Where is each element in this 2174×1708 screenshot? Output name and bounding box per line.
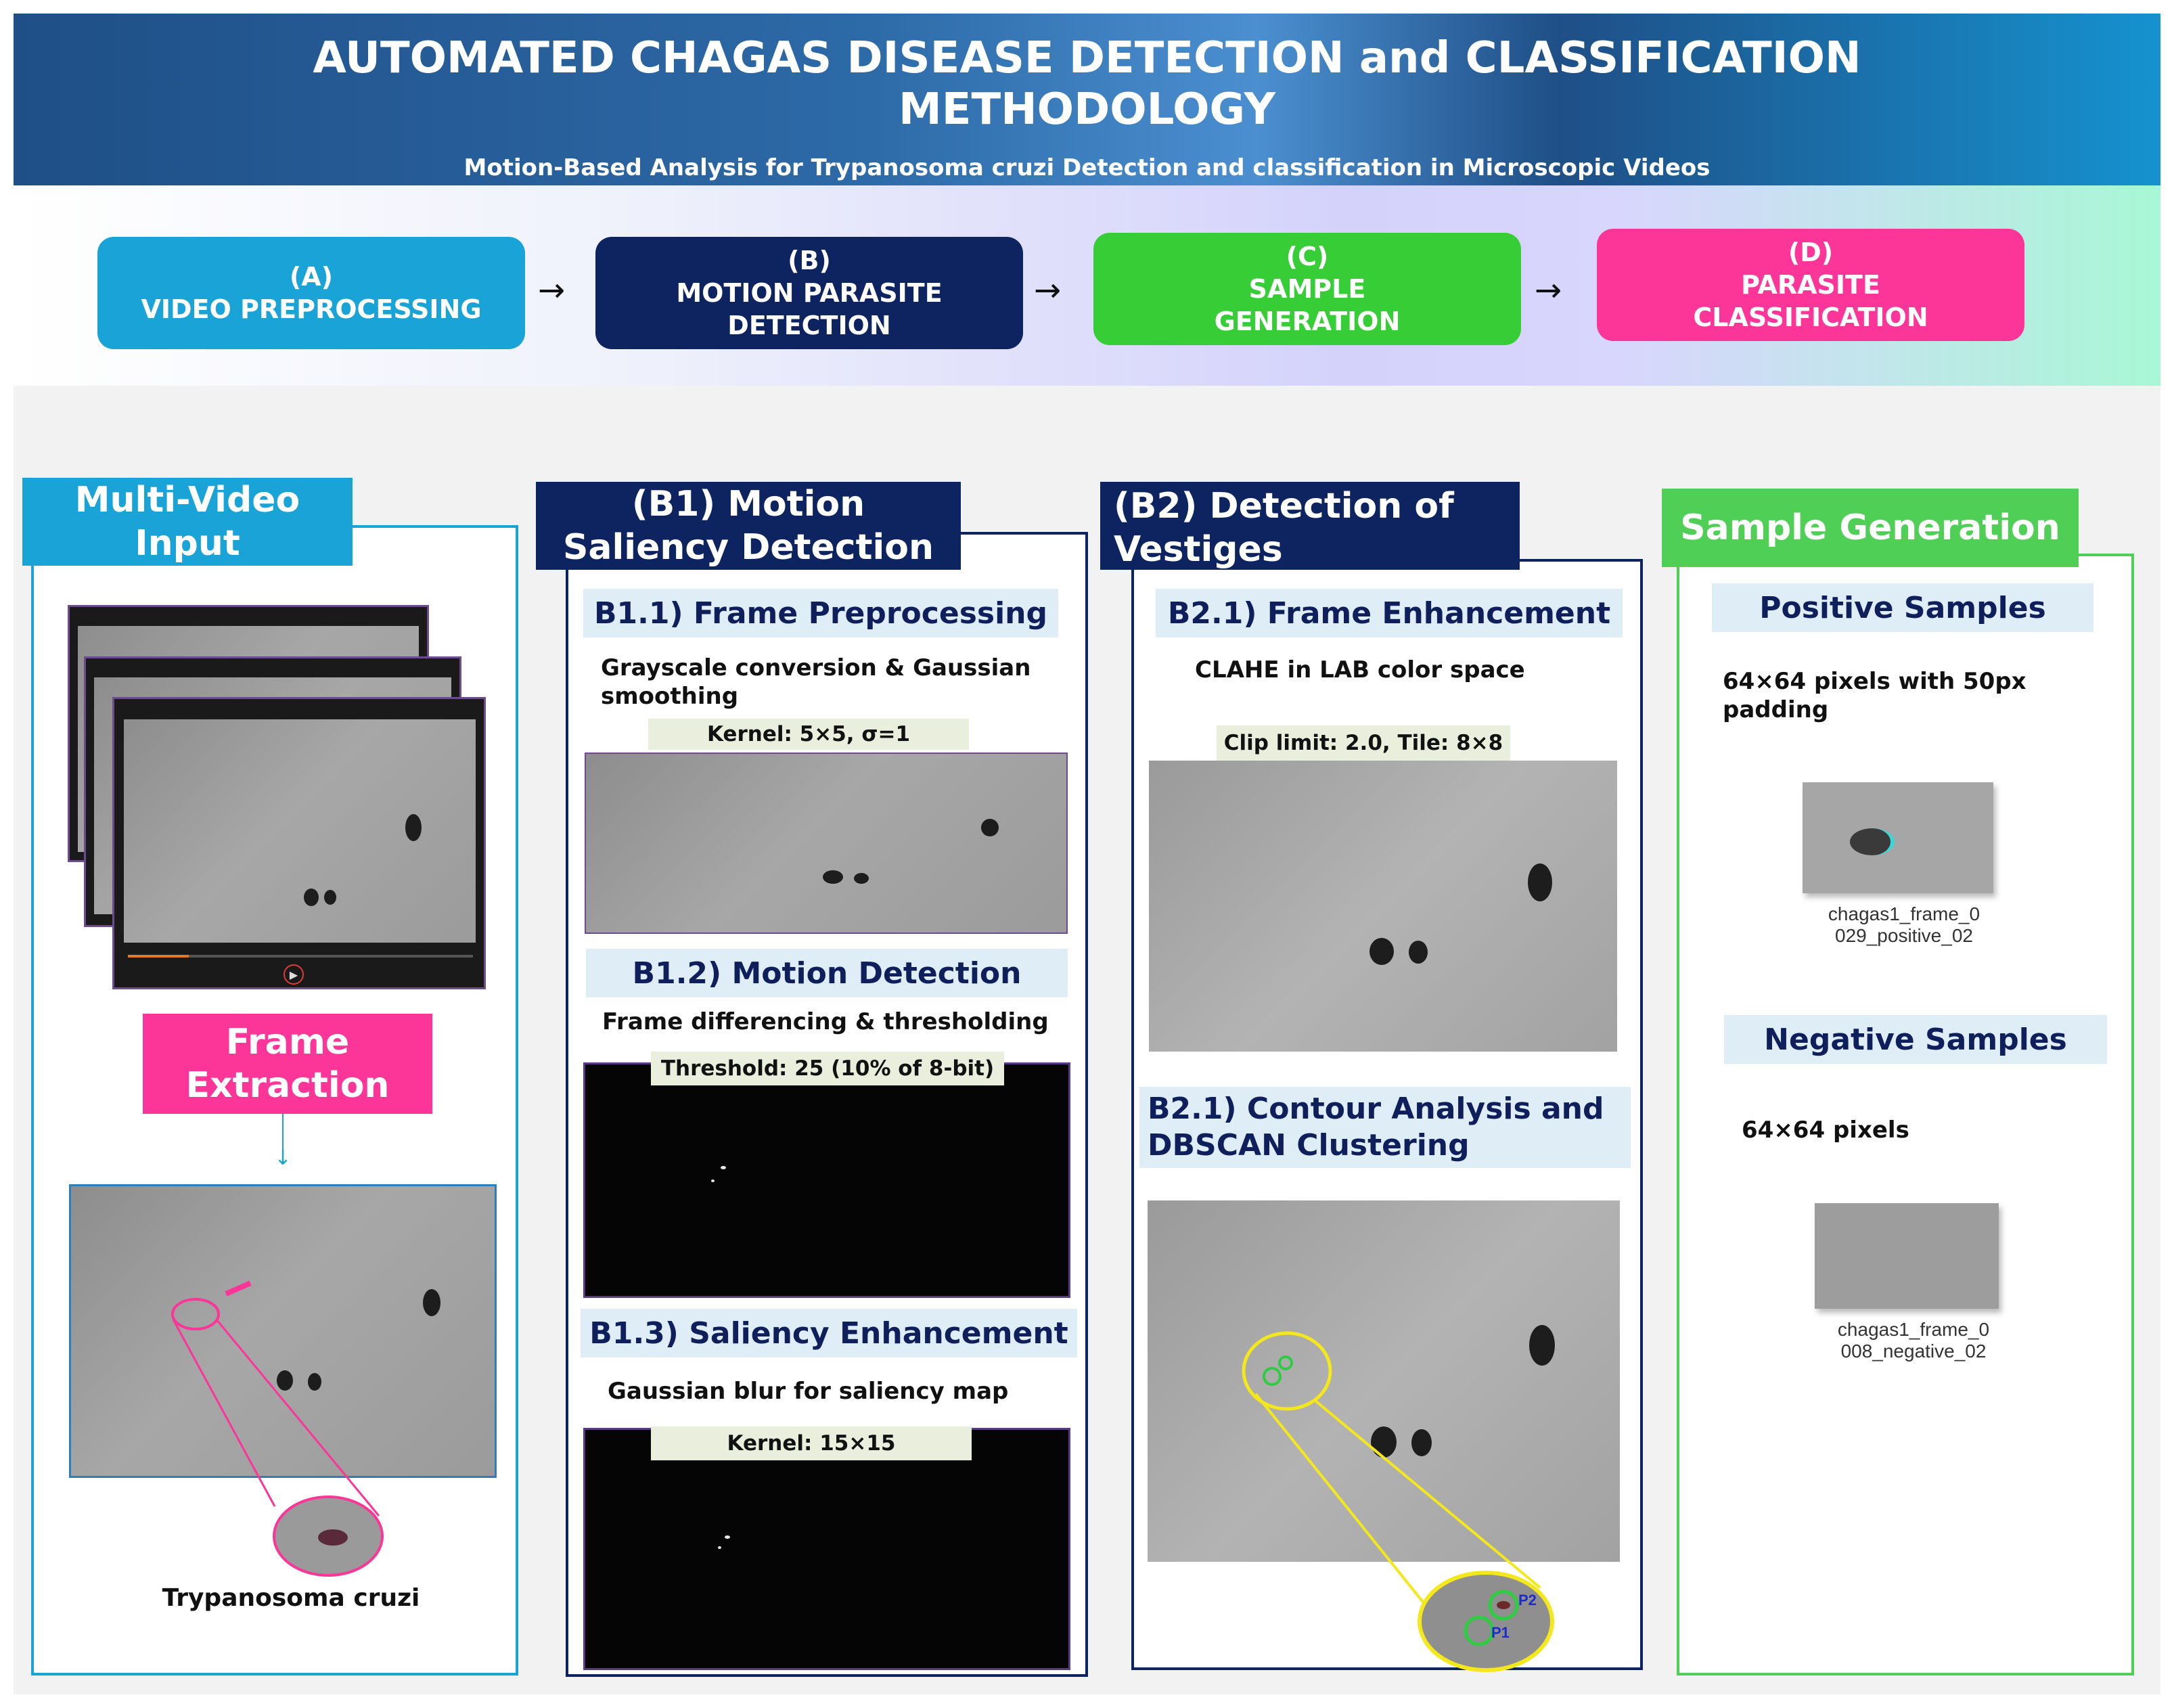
video-frame-image	[124, 719, 476, 943]
negative-sample-caption: chagas1_frame_0 008_negative_02	[1837, 1319, 1990, 1362]
saliency-pixel	[718, 1546, 721, 1549]
page-subtitle: Motion-Based Analysis for Trypanosoma cr…	[463, 154, 1711, 181]
panel-b1-title: (B1) Motion Saliency Detection	[536, 482, 961, 570]
highlight-ellipse	[171, 1298, 220, 1330]
stage-b-box: (B) MOTION PARASITE DETECTION	[595, 237, 1023, 349]
parasite-blob	[1409, 941, 1428, 964]
parasite-blob	[1369, 938, 1394, 965]
label-p2: P2	[1518, 1592, 1537, 1609]
extracted-frame-image	[69, 1184, 497, 1478]
stage-d-box: (D) PARASITE CLASSIFICATION	[1597, 229, 2024, 341]
positive-samples-text: 64×64 pixels with 50px padding	[1723, 668, 2026, 723]
down-arrow-line	[282, 1114, 284, 1160]
arrow-down-icon: ↓	[274, 1146, 292, 1170]
positive-sample-image	[1803, 782, 1993, 893]
grayscale-frame-image	[585, 752, 1068, 934]
panel-c-title: Sample Generation	[1662, 489, 2079, 567]
video-seek-bar[interactable]	[128, 955, 473, 958]
panel-b2-title: (B2) Detection of Vestiges	[1100, 482, 1520, 570]
play-icon[interactable]: ▶	[284, 964, 304, 985]
parasite-blob	[1529, 1325, 1555, 1366]
zoom-line	[1254, 1393, 1429, 1609]
saliency-frame-image	[583, 1428, 1070, 1670]
arrow-right-icon: →	[537, 271, 566, 309]
cluster-marker	[1263, 1367, 1282, 1386]
negative-samples-text: 64×64 pixels	[1742, 1117, 1909, 1144]
header-banner: AUTOMATED CHAGAS DISEASE DETECTION and C…	[14, 14, 2160, 185]
motion-pixel	[721, 1166, 726, 1169]
zoom-line	[215, 1319, 380, 1516]
b1-2-tag: Threshold: 25 (10% of 8-bit)	[651, 1052, 1004, 1085]
stage-a-box: (A) VIDEO PREPROCESSING	[97, 237, 525, 349]
video-seek-progress	[128, 955, 189, 958]
b2-1-text: CLAHE in LAB color space	[1195, 656, 1525, 683]
zoom-line	[1314, 1399, 1541, 1589]
parasite-blob	[277, 1370, 293, 1391]
stage-c-box: (C) SAMPLE GENERATION	[1093, 233, 1521, 345]
parasite-blob	[1411, 1429, 1432, 1456]
parasite-blob	[304, 889, 319, 906]
panel-a-title: Multi-Video Input	[22, 478, 353, 566]
parasite-blob	[981, 819, 999, 836]
parasite-blob	[854, 873, 869, 884]
cluster-marker	[1278, 1355, 1293, 1370]
arrow-right-icon: →	[1033, 271, 1062, 309]
threshold-frame-image	[583, 1062, 1070, 1298]
b1-3-tag: Kernel: 15×15	[651, 1426, 972, 1460]
parasite-blob	[324, 890, 336, 905]
stage-strip: (A) VIDEO PREPROCESSING → (B) MOTION PAR…	[14, 185, 2160, 386]
negative-sample-image	[1815, 1203, 1999, 1309]
video-frame-front: ▶	[112, 697, 486, 989]
parasite-blob	[1528, 863, 1552, 901]
saliency-pixel	[725, 1535, 730, 1539]
zoom-line	[172, 1319, 276, 1507]
page-title: AUTOMATED CHAGAS DISEASE DETECTION and C…	[313, 33, 1861, 135]
cluster-marker-p2	[1488, 1590, 1519, 1621]
pointer-mark	[225, 1280, 252, 1297]
parasite-blob	[823, 870, 843, 884]
zoom-inset-ellipse	[1418, 1571, 1554, 1672]
parasite-sample	[1850, 828, 1895, 855]
positive-sample-caption: chagas1_frame_0 029_positive_02	[1828, 903, 1980, 946]
b1-2-title: B1.2) Motion Detection	[586, 949, 1068, 997]
parasite-blob	[1371, 1426, 1397, 1458]
parasite-blob	[423, 1289, 440, 1316]
b1-1-title: B1.1) Frame Preprocessing	[583, 589, 1058, 637]
cluster-highlight-ellipse	[1242, 1331, 1332, 1411]
b2-2-title: B2.1) Contour Analysis and DBSCAN Cluste…	[1139, 1087, 1631, 1168]
positive-samples-title: Positive Samples	[1712, 583, 2093, 632]
b2-1-tag: Clip limit: 2.0, Tile: 8×8	[1217, 725, 1510, 761]
b1-1-text: Grayscale conversion & Gaussian smoothin…	[601, 654, 1031, 710]
frame-extraction-box: Frame Extraction	[143, 1014, 432, 1114]
b1-2-text: Frame differencing & thresholding	[602, 1008, 1049, 1035]
negative-samples-title: Negative Samples	[1724, 1015, 2107, 1064]
parasite-zoom	[1497, 1601, 1510, 1609]
b1-1-tag: Kernel: 5×5, σ=1	[648, 719, 969, 750]
parasite-zoom	[318, 1529, 348, 1546]
arrow-right-icon: →	[1534, 271, 1562, 309]
motion-pixel	[711, 1179, 715, 1182]
parasite-blob	[308, 1373, 321, 1391]
b1-3-text: Gaussian blur for saliency map	[608, 1378, 1009, 1405]
b2-1-title: B2.1) Frame Enhancement	[1156, 589, 1623, 637]
b1-3-title: B1.3) Saliency Enhancement	[581, 1309, 1077, 1357]
clustering-frame-image	[1148, 1200, 1620, 1562]
enhanced-frame-image	[1149, 761, 1617, 1052]
parasite-caption: Trypanosoma cruzi	[162, 1583, 420, 1612]
cluster-marker-p1	[1464, 1615, 1495, 1646]
parasite-blob	[405, 814, 422, 841]
panel-sample-generation	[1677, 554, 2134, 1676]
label-p1: P1	[1491, 1624, 1510, 1641]
